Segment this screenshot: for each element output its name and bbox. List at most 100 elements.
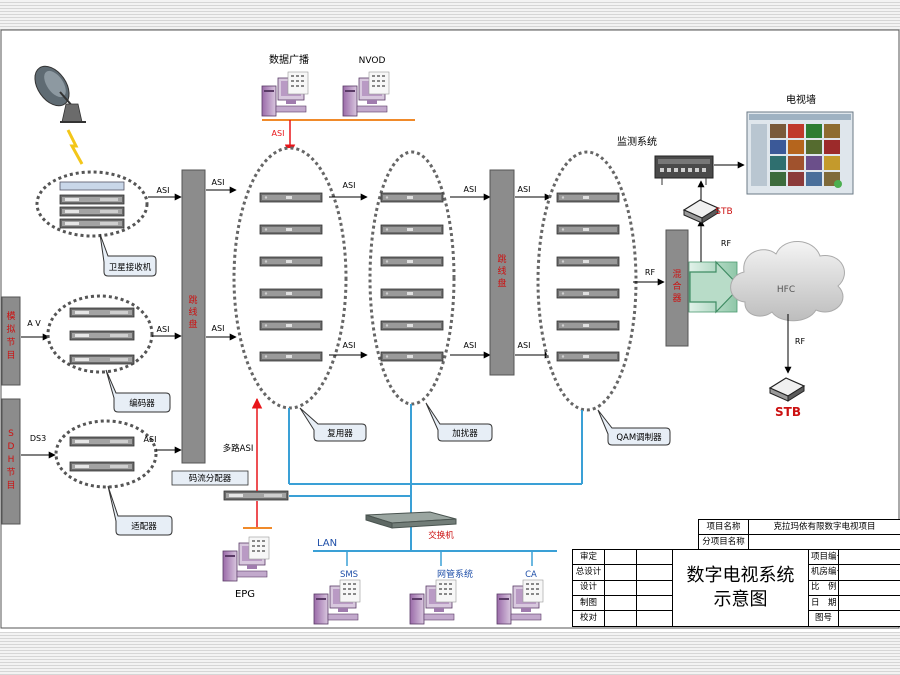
hfc-cloud-icon [730,241,845,322]
qam-modulator-callout [597,409,671,446]
qam-modulator-label: QAM调制器 [616,432,662,443]
panel1-asi-bottom-label: ASI [212,324,225,333]
sdh-program-box [1,398,21,525]
subproject-label: 分项目名称 [698,534,749,551]
mixer-rf-up-label: RF [721,239,732,248]
stream-splitter-unit [223,490,289,501]
tv-wall-status-dot [834,180,842,188]
tv-wall-tile [806,140,822,154]
switch-device [365,511,457,529]
panel1-asi-top-label: ASI [212,178,225,187]
av-label: A V [27,319,41,328]
tv-wall-tile [788,156,804,170]
sms-label: SMS [340,570,358,580]
epg-label: EPG [235,589,255,600]
tv-wall-tile [806,172,822,186]
hfc-rf-label: RF [795,337,806,346]
tv-wall-tile [806,156,822,170]
multi-asi-label: 多路ASI [223,443,254,454]
encoder-asi-label: ASI [157,325,170,334]
tv-wall-screen [746,111,854,195]
analog-program-box [1,296,21,386]
tv-wall-tile [824,156,840,170]
room-no-label: 机房编号 [808,564,839,581]
scrambler-group [368,150,456,406]
tv-wall-tile [770,156,786,170]
mux-asi-top-label: ASI [343,181,356,190]
patch-panel-1 [181,169,206,464]
mixer-output-arrow [689,260,741,314]
encoder-label: 编码器 [129,398,155,409]
mux-asi-bottom-label: ASI [343,341,356,350]
tv-wall-tile [770,140,786,154]
ca-label: CA [525,570,537,580]
ds3-label: DS3 [30,434,46,443]
tv-wall-sidebar [751,124,767,186]
patch-panel-2-label: 跳线盘 [497,253,506,289]
adapter-callout [107,485,173,536]
drawing-title: 数字电视系统示意图 [672,549,809,627]
qam-modulator-group [536,150,638,412]
multiplexer-label: 复用器 [327,428,353,439]
project-name-value: 克拉玛依有限数字电视项目 [748,518,900,536]
tv-wall-tile [770,124,786,138]
top-hatched-band [0,0,900,30]
mixer-box [665,229,689,347]
role-design: 设计 [572,579,605,596]
tv-wall-label: 电视墙 [786,93,816,106]
adapter-asi-label: ASI [144,435,157,444]
role-drafting: 制图 [572,594,605,611]
scrambler-asi-bottom-label: ASI [464,341,477,350]
receiver-units [59,181,125,229]
tv-wall-tile [824,124,840,138]
scrambler-callout [425,402,493,442]
distribution-network-lines [288,404,583,550]
project-name-label: 项目名称 [698,518,749,536]
panel2-asi-bottom-label: ASI [518,341,531,350]
scrambler-asi-top-label: ASI [464,185,477,194]
receiver-asi-label: ASI [157,186,170,195]
satellite-receiver-label: 卫星接收机 [109,262,152,273]
tv-wall-tile [788,140,804,154]
scale-label: 比 例 [808,579,839,596]
switch-label: 交换机 [428,530,454,541]
patch-panel-2 [489,169,515,376]
multiplexer-group [232,146,348,410]
adapter-label: 适配器 [131,521,157,532]
qam-rf-label: RF [645,268,656,277]
mixer-label: 混合器 [672,269,681,304]
stb-bottom-label: STB [775,405,801,419]
patch-panel-1-label: 跳线盘 [188,294,197,330]
nms-label: 网管系统 [437,568,473,580]
scrambler-label: 加扰器 [452,428,478,439]
lightning-bolt-icon [66,129,84,165]
date-label: 日 期 [808,594,839,611]
panel2-asi-top-label: ASI [518,185,531,194]
lan-label: LAN [317,538,337,549]
subproject-value [748,534,900,551]
nvod-label: NVOD [359,56,386,66]
hfc-label: HFC [777,285,795,295]
data-broadcast-label: 数据广播 [269,53,309,66]
tv-wall-tile [770,172,786,186]
monitor-system-label: 监测系统 [617,135,657,148]
multiplexer-callout [299,407,367,442]
drawing-no-label: 图号 [808,609,839,628]
satellite-receiver-callout [99,233,157,277]
stream-splitter-label-box [171,470,249,486]
role-check: 校对 [572,609,605,628]
monitor-device [654,155,714,185]
role-chief-designer: 总设计 [572,564,605,581]
adapter-group [54,419,158,489]
bottom-hatched-band [0,632,900,675]
title-block: 项目名称 克拉玛依有限数字电视项目 分项目名称 审定 数字电视系统示意图 项目编… [572,518,900,628]
tv-wall-tile [824,140,840,154]
stb-top-label: STB [715,207,732,217]
tv-wall-tile [788,124,804,138]
role-approve: 审定 [572,549,605,566]
broadcast-asi-label: ASI [272,129,285,138]
encoder-callout [105,369,171,413]
tv-wall-tile [788,172,804,186]
encoder-units [69,307,135,365]
